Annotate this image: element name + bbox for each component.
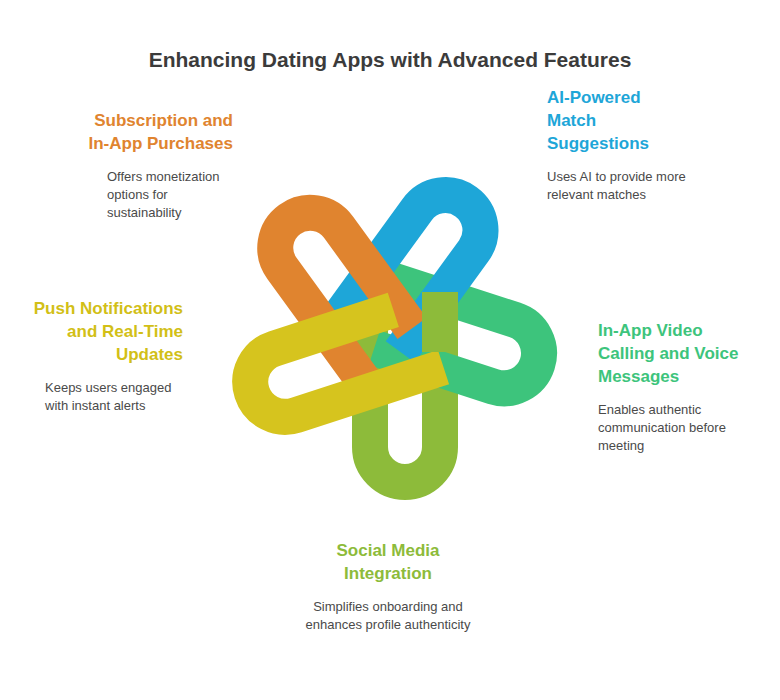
- feature-heading: Push Notifications and Real-Time Updates: [30, 298, 183, 367]
- feature-node: Push Notifications and Real-Time Updates…: [30, 298, 183, 415]
- feature-heading: Subscription and In-App Purchases: [70, 110, 233, 156]
- feature-description: Uses AI to provide more relevant matches: [547, 168, 712, 204]
- feature-node: In-App Video Calling and Voice MessagesE…: [598, 320, 763, 455]
- feature-node: Social Media IntegrationSimplifies onboa…: [300, 540, 476, 634]
- diagram-title: Enhancing Dating Apps with Advanced Feat…: [0, 48, 780, 72]
- feature-heading: In-App Video Calling and Voice Messages: [598, 320, 763, 389]
- feature-description: Keeps users engaged with instant alerts: [45, 379, 183, 415]
- yellow-loop: [241, 301, 443, 426]
- feature-description: Offers monetization options for sustaina…: [107, 168, 233, 223]
- feature-heading: Social Media Integration: [300, 540, 476, 586]
- feature-description: Enables authentic communication before m…: [598, 401, 763, 456]
- olive-loop-over: [422, 292, 458, 352]
- feature-description: Simplifies onboarding and enhances profi…: [300, 598, 476, 634]
- feature-node: AI-Powered Match SuggestionsUses AI to p…: [547, 87, 667, 204]
- feature-node: Subscription and In-App PurchasesOffers …: [70, 110, 233, 222]
- feature-heading: AI-Powered Match Suggestions: [547, 87, 667, 156]
